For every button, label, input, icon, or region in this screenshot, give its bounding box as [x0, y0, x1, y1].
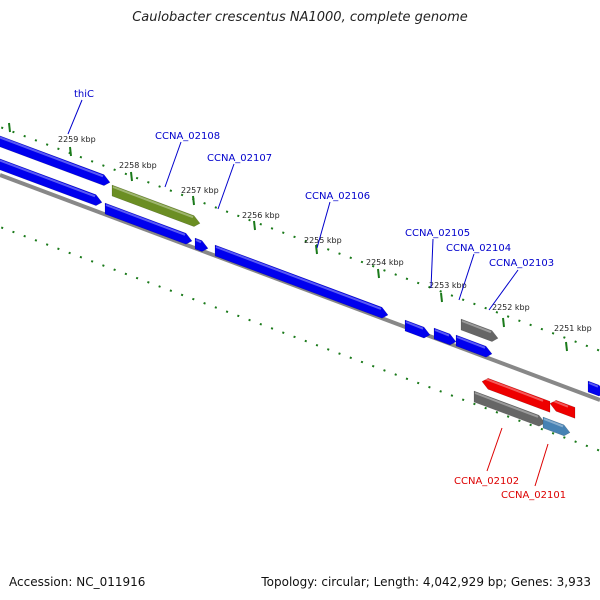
gene-label[interactable]: CCNA_02104 — [446, 243, 511, 254]
leader-line — [486, 427, 503, 472]
gene-ccna-02106[interactable] — [214, 244, 389, 319]
gene-label[interactable]: CCNA_02105 — [405, 228, 470, 239]
gene-feature[interactable] — [549, 399, 576, 419]
major-tick — [130, 171, 133, 182]
kbp-label: 2251 kbp — [554, 324, 592, 333]
gene-label[interactable]: CCNA_02102 — [454, 476, 519, 487]
leader-line — [164, 141, 182, 188]
major-tick — [565, 341, 568, 352]
gene-feature[interactable] — [473, 390, 546, 427]
kbp-label: 2255 kbp — [304, 236, 342, 245]
gene-ccna-02104[interactable] — [433, 327, 457, 346]
kbp-label: 2253 kbp — [429, 281, 467, 290]
gene-shine — [482, 377, 544, 402]
gene-label[interactable]: CCNA_02108 — [155, 131, 220, 142]
gene-ccna-02103[interactable] — [460, 318, 499, 342]
leader-line — [534, 443, 549, 487]
leader-line — [488, 269, 519, 311]
gene-label[interactable]: CCNA_02107 — [207, 153, 272, 164]
major-tick — [192, 195, 195, 206]
gene-ccna-02101[interactable] — [542, 416, 571, 437]
kbp-label: 2254 kbp — [366, 258, 404, 267]
gene-feature[interactable] — [455, 334, 493, 358]
gene-ccna-02102[interactable] — [481, 377, 551, 413]
gene-shine — [550, 399, 569, 408]
gene-feature[interactable] — [104, 202, 193, 245]
gene-shine — [474, 392, 539, 418]
gene-label[interactable]: CCNA_02106 — [305, 191, 370, 202]
kbp-label: 2257 kbp — [181, 186, 219, 195]
leader-line — [316, 201, 331, 249]
gene-ccna-02108[interactable] — [111, 184, 201, 227]
gene-shine — [434, 329, 450, 337]
gene-feature[interactable] — [587, 380, 600, 397]
major-tick — [502, 317, 505, 328]
label-leader-lines — [67, 99, 549, 487]
kbp-label: 2256 kbp — [242, 211, 280, 220]
accession-label: Accession: NC_011916 — [9, 575, 146, 589]
genome-stats-label: Topology: circular; Length: 4,042,929 bp… — [261, 575, 591, 589]
gene-shine — [215, 246, 382, 310]
gene-shine — [105, 204, 186, 236]
outer-tick-track — [0, 122, 600, 352]
gene-shine — [588, 382, 599, 388]
gene-shine — [112, 186, 194, 219]
major-tick — [315, 244, 318, 255]
kbp-label: 2258 kbp — [119, 161, 157, 170]
gene-label[interactable]: CCNA_02103 — [489, 258, 554, 269]
gene-feature[interactable] — [0, 157, 103, 206]
gene-shine — [456, 336, 486, 349]
gene-thiC[interactable] — [0, 134, 111, 186]
gene-label[interactable]: CCNA_02101 — [501, 490, 566, 501]
leader-line — [430, 238, 434, 289]
major-tick — [377, 268, 380, 279]
leader-line — [67, 99, 83, 135]
leader-line — [458, 253, 475, 301]
gene-shine — [543, 418, 564, 428]
gene-label[interactable]: thiC — [74, 89, 94, 100]
tick-track-line — [0, 125, 600, 352]
gene-shine — [0, 136, 104, 178]
gene-features — [0, 134, 600, 437]
kbp-label: 2259 kbp — [58, 135, 96, 144]
map-title: Caulobacter crescentus NA1000, complete … — [132, 10, 468, 25]
major-tick — [8, 122, 11, 133]
major-tick — [440, 292, 443, 303]
gene-ccna-02107[interactable] — [194, 237, 209, 252]
gene-shine — [195, 239, 202, 244]
major-tick — [253, 220, 256, 231]
major-tick — [69, 146, 72, 157]
gene-label-group: thiC CCNA_02108 CCNA_02107 CCNA_02106 CC… — [74, 89, 566, 501]
kbp-label-group: 2259 kbp 2258 kbp 2257 kbp 2256 kbp 2255… — [58, 135, 592, 333]
gene-ccna-02105[interactable] — [404, 319, 431, 339]
gene-shine — [0, 159, 96, 198]
gene-shine — [405, 321, 424, 330]
gene-shine — [461, 320, 492, 334]
kbp-label: 2252 kbp — [492, 303, 530, 312]
leader-line — [217, 163, 235, 210]
